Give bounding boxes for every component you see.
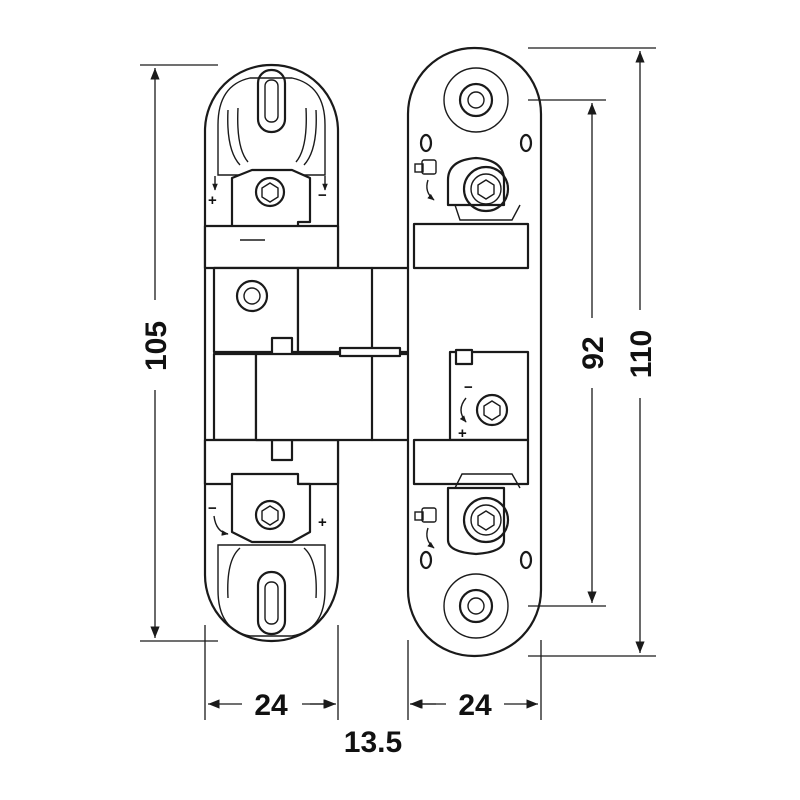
left-hinge-leaf (203, 63, 340, 643)
bottom-extension-lines (204, 625, 542, 720)
dimension-105: 105 (140, 64, 218, 642)
dimension-label-92: 92 (577, 336, 610, 369)
dimension-24-left: 24 (208, 689, 335, 722)
minus-mark: − (208, 500, 217, 517)
dimension-label-24-right: 24 (458, 689, 492, 722)
dimension-label-13-5: 13.5 (344, 726, 402, 759)
dimension-24-right: 24 (411, 689, 538, 722)
dimension-label-110: 110 (625, 330, 658, 378)
right-adjust-markers: − + (414, 159, 473, 549)
dimension-label-105: 105 (140, 321, 173, 371)
dimension-label-24-left: 24 (254, 689, 288, 722)
minus-mark: − (464, 379, 473, 396)
dimension-110: 110 (528, 47, 658, 657)
right-hinge-leaf (406, 46, 543, 658)
plus-mark: + (318, 514, 327, 531)
minus-mark: − (318, 187, 327, 204)
plus-mark: + (458, 425, 467, 442)
dimension-92: 92 (528, 99, 610, 607)
plus-mark: + (208, 192, 217, 209)
dimension-13-5: 13.5 (310, 699, 436, 759)
left-adjust-markers: + − − + (208, 176, 328, 536)
